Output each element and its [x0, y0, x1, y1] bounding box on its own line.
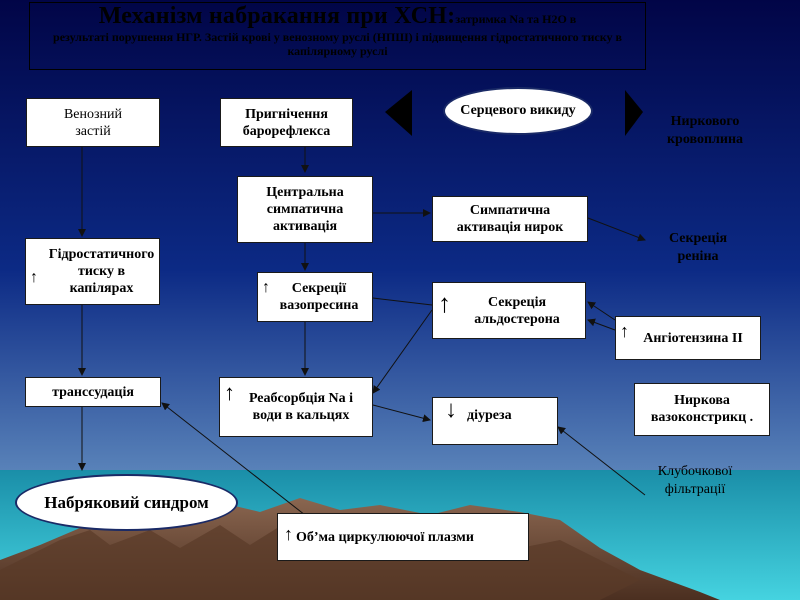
node-edema: Набряковий синдром — [15, 474, 238, 531]
node-cardiac-output-label: Серцевого викиду — [460, 103, 576, 118]
up-arrow-icon: ↑ — [30, 269, 38, 286]
up-arrow-icon: ↑ — [284, 524, 293, 544]
up-arrow-icon: ↑ — [438, 289, 451, 318]
node-plasma-volume-label: Об’ма циркулюючої плазми — [296, 529, 474, 545]
node-renal-flow: Ниркового кровоплина — [650, 113, 760, 149]
node-renal-vasoconstriction: Ниркова вазоконстрикц . — [634, 383, 770, 436]
node-glomerular: Клубочкової фільтрації — [645, 463, 745, 499]
title-subtitle-inline: затримка Na та H2O в — [455, 12, 577, 26]
node-transudation: транссудація — [25, 377, 161, 407]
node-renin-label: Секреція реніна — [668, 231, 728, 264]
node-central-symp-label: Центральна симпатична активація — [266, 185, 344, 234]
page-title: Механізм набракання при ХСН: — [98, 3, 456, 29]
node-angiotensin: ↑ Ангіотензина ІІ — [615, 316, 761, 360]
node-cardiac-output: Серцевого викиду — [443, 87, 593, 135]
node-edema-label: Набряковий синдром — [44, 492, 209, 512]
up-arrow-icon: ↑ — [224, 380, 235, 405]
node-plasma-volume: ↑ Об’ма циркулюючої плазми — [277, 513, 529, 561]
up-arrow-icon: ↑ — [262, 279, 270, 296]
node-aldosterone: ↑ Секреція альдостерона — [432, 282, 586, 339]
node-vasopressin-label: Секреції вазопресина — [279, 281, 359, 313]
node-renal-symp: Симпатична активація нирок — [432, 196, 588, 242]
node-aldosterone-label: Секреція альдостерона — [474, 294, 560, 327]
node-glomerular-label: Клубочкової фільтрації — [657, 464, 733, 497]
node-venous-stasis-label: Венозний застій — [63, 106, 123, 139]
up-arrow-icon: ↑ — [620, 321, 629, 341]
node-renal-symp-label: Симпатична активація нирок — [456, 203, 564, 235]
node-angiotensin-label: Ангіотензина ІІ — [643, 330, 743, 346]
node-renal-flow-label: Ниркового кровоплина — [666, 114, 744, 147]
node-renin: Секреція реніна — [648, 230, 748, 266]
node-diuresis-label: діуреза — [467, 408, 512, 423]
node-vasopressin: ↑ Секреції вазопресина — [257, 272, 373, 322]
down-arrow-icon: ↓ — [445, 397, 457, 423]
title-box: Механізм набракання при ХСН:затримка Na … — [29, 2, 646, 70]
node-reabsorption: ↑ Реабсорбція Na і води в кальцях — [219, 377, 373, 437]
node-hydrostatic: ↑ Гідростатичного тиску в капілярах — [25, 238, 160, 305]
title-subtitle: результаті порушення НГР. Застій крові у… — [53, 30, 622, 58]
node-baroreflex-label: Пригнічення барорефлекса — [242, 106, 331, 139]
node-central-symp: Центральна симпатична активація — [237, 176, 373, 243]
node-transudation-label: транссудація — [52, 384, 134, 400]
node-hydrostatic-label: Гідростатичного тиску в капілярах — [48, 247, 155, 296]
node-venous-stasis: Венозний застій — [26, 98, 160, 147]
node-renal-vasoconstriction-label: Ниркова вазоконстрикц . — [650, 393, 754, 425]
node-reabsorption-label: Реабсорбція Na і води в кальцях — [248, 391, 354, 423]
node-diuresis: ↓ діуреза — [432, 397, 558, 445]
node-baroreflex: Пригнічення барорефлекса — [220, 98, 353, 147]
